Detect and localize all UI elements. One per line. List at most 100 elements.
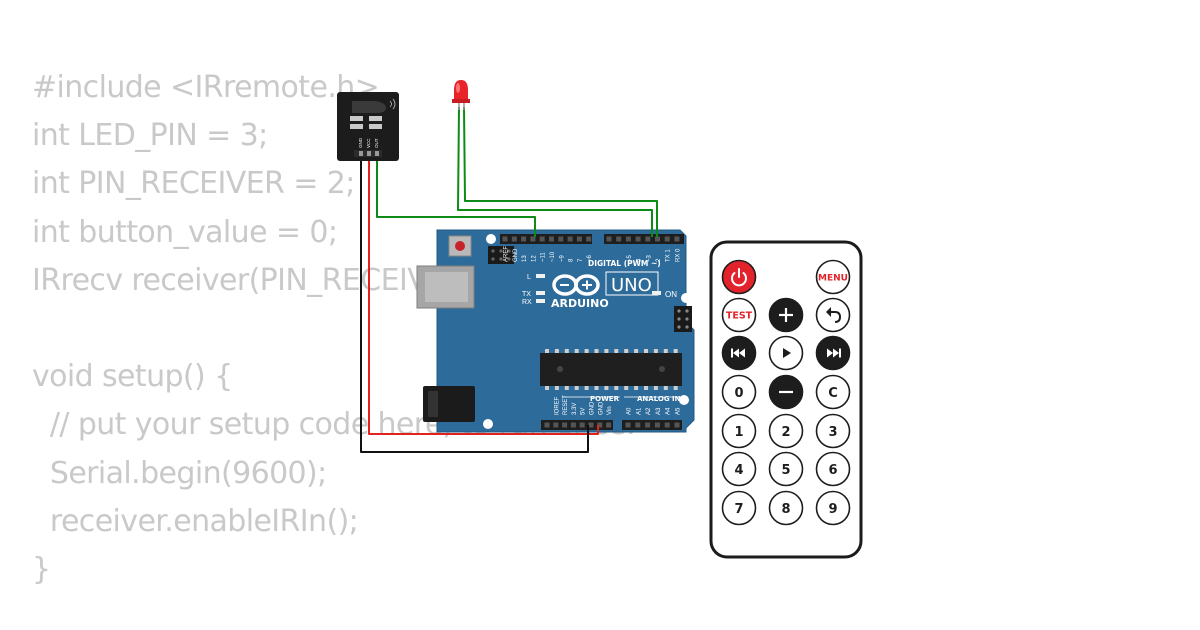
led-rx-label: RX bbox=[522, 299, 532, 306]
digital-pin[interactable] bbox=[645, 236, 651, 242]
remote-key-6[interactable]: 6 bbox=[815, 451, 851, 487]
power-analog-pin-label: RESET bbox=[563, 395, 569, 415]
remote-key-7[interactable]: 7 bbox=[721, 490, 757, 526]
digital-pin-label: ~10 bbox=[550, 251, 556, 262]
power-analog-pin[interactable] bbox=[664, 422, 670, 428]
remote-key-next[interactable] bbox=[815, 335, 851, 371]
remote-key-prev[interactable] bbox=[721, 335, 757, 371]
smd-component bbox=[350, 124, 363, 129]
chip-pin bbox=[614, 386, 619, 390]
digital-pin[interactable] bbox=[674, 236, 680, 242]
wire-ir-gnd bbox=[360, 160, 589, 453]
remote-key-0[interactable]: 0 bbox=[721, 374, 757, 410]
remote-key-back[interactable] bbox=[815, 297, 851, 333]
smd-component bbox=[350, 116, 363, 121]
next-track-icon bbox=[827, 348, 841, 358]
digital-pin[interactable] bbox=[606, 236, 612, 242]
digital-pin-label: AREF bbox=[504, 246, 510, 262]
ir-pin-label: GND bbox=[358, 137, 363, 148]
mounting-hole bbox=[483, 419, 493, 429]
digital-pin[interactable] bbox=[530, 236, 536, 242]
chip-pin bbox=[584, 349, 589, 353]
ir-pin[interactable] bbox=[367, 151, 371, 156]
remote-key-5[interactable]: 5 bbox=[768, 451, 804, 487]
chip-pin bbox=[673, 386, 678, 390]
power-analog-pin[interactable] bbox=[635, 422, 641, 428]
remote-key-8[interactable]: 8 bbox=[768, 490, 804, 526]
remote-key-test[interactable]: TEST bbox=[721, 297, 757, 333]
digital-pin-header[interactable] bbox=[500, 234, 684, 244]
digital-pin[interactable] bbox=[586, 236, 592, 242]
ir-pin[interactable] bbox=[359, 151, 363, 156]
digital-pin[interactable] bbox=[558, 236, 564, 242]
digital-pin[interactable] bbox=[664, 236, 670, 242]
power-analog-pin[interactable] bbox=[654, 422, 660, 428]
digital-pin-label: ~9 bbox=[559, 254, 565, 262]
chip-pin bbox=[545, 349, 549, 353]
remote-key-play[interactable] bbox=[768, 335, 804, 371]
power-analog-pin-label: IOREF bbox=[554, 396, 560, 415]
digital-pin-label: 7 bbox=[578, 258, 584, 262]
chip-pin bbox=[554, 386, 559, 390]
power-analog-pin[interactable] bbox=[553, 422, 559, 428]
power-analog-pin[interactable] bbox=[544, 422, 550, 428]
power-analog-pin[interactable] bbox=[674, 422, 680, 428]
power-analog-pin[interactable] bbox=[588, 422, 594, 428]
power-analog-header[interactable] bbox=[541, 420, 682, 430]
remote-key-power[interactable] bbox=[721, 259, 757, 295]
smd-component bbox=[369, 124, 382, 129]
remote-key-menu[interactable]: MENU bbox=[815, 259, 851, 295]
digital-pin[interactable] bbox=[655, 236, 660, 242]
code-line: void setup() { bbox=[32, 359, 233, 395]
remote-key-plus[interactable] bbox=[768, 297, 804, 333]
code-line: int button_value = 0; bbox=[32, 214, 338, 250]
analog-header-label: ANALOG IN bbox=[637, 395, 681, 403]
chip-pin bbox=[574, 386, 579, 390]
remote-key-4[interactable]: 4 bbox=[721, 451, 757, 487]
chip-pin bbox=[653, 349, 658, 353]
power-analog-pin[interactable] bbox=[625, 422, 631, 428]
power-analog-pin-label: 3.3V bbox=[572, 403, 578, 415]
remote-key-label: TEST bbox=[726, 311, 753, 322]
power-analog-pin[interactable] bbox=[597, 422, 603, 428]
remote-key-9[interactable]: 9 bbox=[815, 490, 851, 526]
atmega-chip bbox=[540, 349, 682, 390]
chip-pin bbox=[624, 386, 629, 390]
remote-key-label: 7 bbox=[734, 502, 743, 517]
remote-key-1[interactable]: 1 bbox=[721, 413, 757, 449]
arduino-logo-text: ARDUINO bbox=[551, 297, 609, 310]
remote-key-label: 8 bbox=[781, 502, 790, 517]
digital-pin[interactable] bbox=[576, 236, 582, 242]
remote-key-minus[interactable] bbox=[768, 374, 804, 410]
digital-pin[interactable] bbox=[616, 236, 622, 242]
reset-button[interactable] bbox=[455, 241, 465, 251]
power-analog-pin[interactable] bbox=[562, 422, 568, 428]
power-analog-pin[interactable] bbox=[606, 422, 612, 428]
power-analog-pin[interactable] bbox=[579, 422, 585, 428]
digital-pin-label: ~3 bbox=[646, 254, 652, 262]
red-led[interactable] bbox=[452, 80, 470, 110]
digital-pin[interactable] bbox=[625, 236, 631, 242]
digital-pin[interactable] bbox=[511, 236, 517, 242]
digital-pin-label: 2 bbox=[656, 258, 662, 262]
chip-pin bbox=[564, 386, 569, 390]
digital-pin[interactable] bbox=[549, 236, 554, 242]
digital-pin[interactable] bbox=[539, 236, 545, 242]
digital-pin[interactable] bbox=[502, 236, 508, 242]
digital-pin[interactable] bbox=[635, 236, 641, 242]
remote-key-ring bbox=[721, 451, 757, 487]
remote-key-3[interactable]: 3 bbox=[815, 413, 851, 449]
digital-pin[interactable] bbox=[567, 236, 573, 242]
remote-key-C[interactable]: C bbox=[815, 374, 851, 410]
power-analog-pin[interactable] bbox=[570, 422, 576, 428]
ir-pin[interactable] bbox=[375, 151, 379, 156]
remote-key-2[interactable]: 2 bbox=[768, 413, 804, 449]
power-analog-pin[interactable] bbox=[645, 422, 651, 428]
digital-pin[interactable] bbox=[521, 236, 527, 242]
remote-key-label: 2 bbox=[781, 425, 790, 440]
power-icon bbox=[731, 268, 747, 287]
remote-key-ring bbox=[815, 413, 851, 449]
